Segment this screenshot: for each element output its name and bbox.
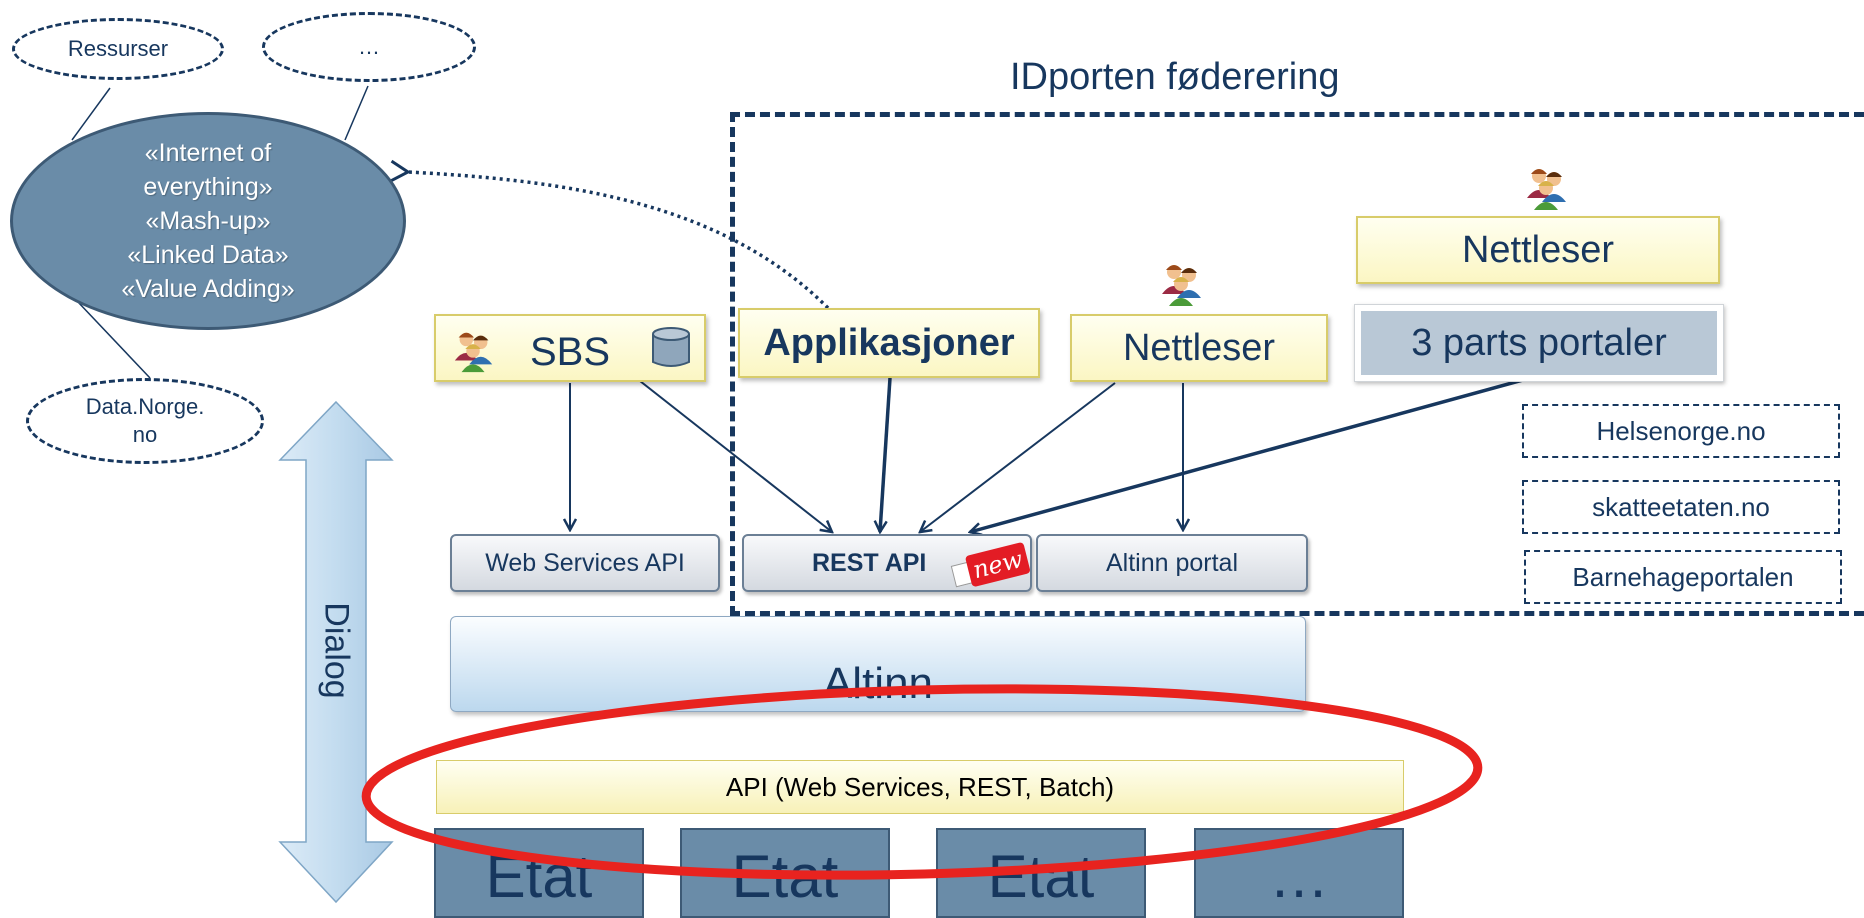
api-bar-label: API (Web Services, REST, Batch) [725, 771, 1115, 802]
ressurser-ellipse: Ressurser [12, 18, 224, 80]
nettleser-mid-label: Nettleser [1122, 326, 1276, 369]
altinn-platform: Altinn [450, 616, 1306, 712]
altinn-portal-box: Altinn portal [1036, 534, 1308, 592]
web-services-api-label: Web Services API [485, 548, 685, 577]
nettleser-box-right: Nettleser [1356, 216, 1720, 284]
federation-frame [730, 112, 1864, 616]
portal-skatteetaten: skatteetaten.no [1522, 480, 1840, 534]
data-norge-ellipse: Data.Norge. no [26, 378, 264, 464]
arrow-app-rest [880, 377, 892, 532]
nettleser-box-mid: Nettleser [1070, 314, 1328, 382]
etat-label: Etat [485, 843, 593, 910]
ressurser-label: Ressurser [67, 36, 169, 61]
ellipsis-label: … [358, 34, 380, 59]
web-services-api-box: Web Services API [450, 534, 720, 592]
leader-line-data-norge [77, 301, 151, 379]
api-bar: API (Web Services, REST, Batch) [436, 760, 1404, 814]
sbs-label: SBS [530, 330, 611, 374]
people-icon [1162, 265, 1201, 306]
central-line-2: everything» [143, 173, 273, 201]
leader-line-ellipsis [344, 85, 369, 141]
ellipsis-ellipse: … [262, 12, 476, 82]
etat-label: Etat [987, 843, 1095, 910]
arrow-3parts-rest [970, 376, 1531, 532]
federation-label: IDporten føderering [1010, 56, 1340, 98]
etat-label: Etat [731, 843, 839, 910]
new-tag-label: new [970, 544, 1026, 585]
portal-skatteetaten-label: skatteetaten.no [1592, 491, 1770, 522]
central-line-1: «Internet of [144, 139, 272, 167]
dialog-label-wrap: Dialog [276, 602, 396, 698]
portal-helsenorge-label: Helsenorge.no [1596, 415, 1766, 446]
sbs-box: SBS [434, 314, 706, 382]
etat-label: … [1269, 843, 1329, 910]
central-line-5: «Value Adding» [121, 275, 295, 303]
portal-barnehage: Barnehageportalen [1524, 550, 1842, 604]
database-icon [652, 327, 690, 367]
applikasjoner-box: Applikasjoner [738, 308, 1040, 378]
three-parts-portal-inner: 3 parts portaler [1361, 311, 1717, 375]
applikasjoner-label: Applikasjoner [763, 321, 1015, 364]
nettleser-right-label: Nettleser [1461, 228, 1615, 271]
three-parts-label: 3 parts portaler [1411, 321, 1667, 364]
rest-api-label: REST API [812, 548, 927, 577]
people-icon [454, 332, 493, 373]
people-icon [1527, 169, 1566, 210]
altinn-label: Altinn [822, 659, 934, 708]
central-line-4: «Linked Data» [127, 241, 289, 269]
value-adding-ellipse: «Internet of everything» «Mash-up» «Link… [10, 112, 406, 330]
data-norge-label: Data.Norge. no [85, 394, 205, 447]
leader-line-ressurser [71, 87, 111, 141]
dialog-label: Dialog [317, 601, 356, 699]
portal-helsenorge: Helsenorge.no [1522, 404, 1840, 458]
portal-barnehage-label: Barnehageportalen [1572, 561, 1794, 592]
central-line-3: «Mash-up» [145, 207, 271, 235]
altinn-portal-label: Altinn portal [1105, 548, 1239, 577]
arrow-sbs-rest [639, 380, 832, 532]
arrow-nettleser-rest [920, 382, 1116, 532]
three-parts-portal-box: 3 parts portaler [1354, 304, 1724, 382]
